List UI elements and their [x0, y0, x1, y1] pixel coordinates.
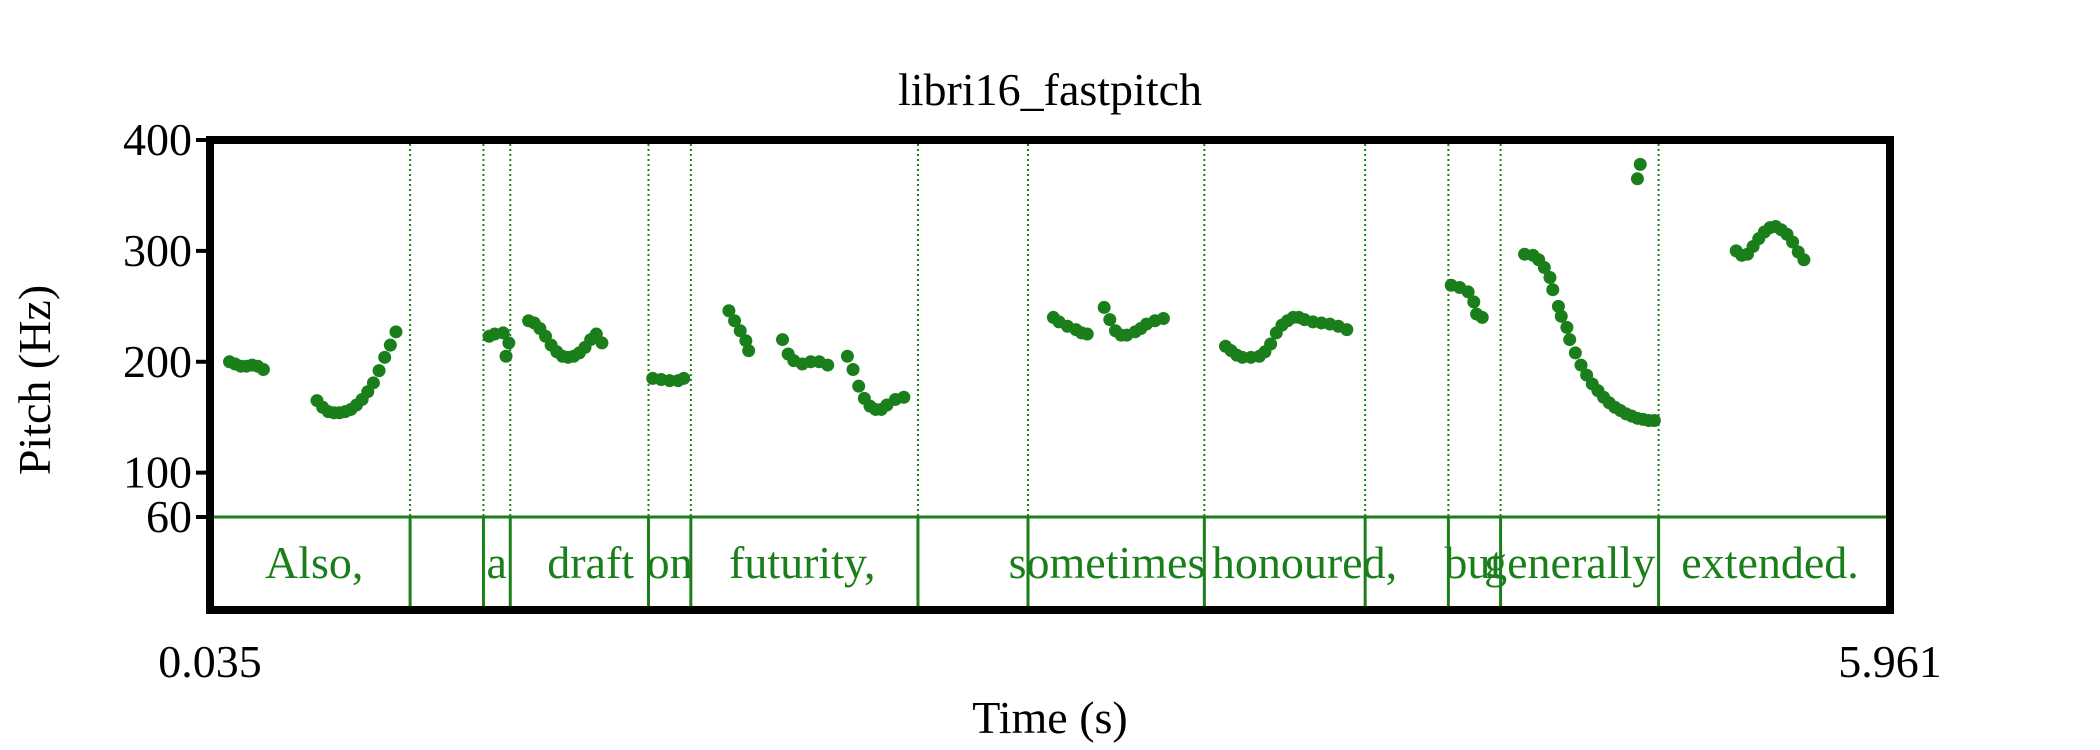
- pitch-point: [1264, 337, 1278, 351]
- word-label: sometimes: [1009, 537, 1206, 588]
- word-label: on: [647, 537, 693, 588]
- pitch-point: [496, 326, 510, 340]
- y-tick-label: 100: [123, 447, 192, 498]
- pitch-point: [499, 349, 513, 363]
- y-tick-label: 200: [123, 336, 192, 387]
- word-label: a: [486, 537, 506, 588]
- pitch-point: [1103, 313, 1117, 327]
- pitch-point: [1156, 312, 1170, 326]
- word-label: Also,: [265, 537, 363, 588]
- pitch-point: [1340, 323, 1354, 337]
- y-tick-label: 60: [146, 491, 192, 542]
- y-tick-label: 400: [123, 114, 192, 165]
- x-axis-label: Time (s): [972, 692, 1128, 743]
- pitch-point: [256, 363, 270, 377]
- pitch-point: [372, 364, 386, 378]
- plot-frame: [206, 136, 1894, 614]
- pitch-point: [1467, 295, 1481, 309]
- word-label: honoured,: [1212, 537, 1397, 588]
- pitch-point: [1560, 320, 1574, 334]
- pitch-point: [1630, 172, 1644, 186]
- pitch-point: [846, 363, 860, 377]
- pitch-point: [776, 333, 790, 347]
- pitch-point: [1554, 309, 1568, 323]
- pitch-point: [383, 338, 397, 352]
- pitch-point: [1080, 327, 1094, 341]
- pitch-point: [502, 336, 516, 350]
- pitch-point: [722, 304, 736, 318]
- pitch-point: [1797, 253, 1811, 267]
- word-label: draft: [547, 537, 634, 588]
- word-label: but: [1444, 537, 1503, 588]
- word-label: extended.: [1681, 537, 1859, 588]
- pitch-point: [1543, 270, 1557, 284]
- pitch-point: [1786, 235, 1800, 249]
- pitch-point: [677, 371, 691, 385]
- pitch-point: [1551, 299, 1565, 313]
- pitch-point: [739, 334, 753, 348]
- pitch-point: [1574, 358, 1588, 372]
- pitch-point: [1647, 414, 1661, 428]
- pitch-point: [595, 336, 609, 350]
- pitch-point: [733, 324, 747, 338]
- pitch-point: [852, 379, 866, 393]
- pitch-point: [728, 314, 742, 328]
- x-tick-max: 5.961: [1838, 636, 1942, 687]
- pitch-point: [389, 325, 403, 339]
- pitch-point: [1537, 261, 1551, 275]
- pitch-point: [1461, 285, 1475, 299]
- word-label: generally: [1484, 537, 1655, 588]
- tier-boundaries: [408, 144, 1661, 606]
- pitch-point: [897, 390, 911, 404]
- pitch-point: [1563, 333, 1577, 347]
- pitch-point: [1475, 310, 1489, 324]
- pitch-point: [1546, 283, 1560, 297]
- pitch-point: [1097, 300, 1111, 314]
- y-tick-label: 300: [123, 225, 192, 276]
- pitch-point: [1633, 157, 1647, 171]
- pitch-point: [821, 358, 835, 372]
- pitch-point: [742, 344, 756, 358]
- chart-title: libri16_fastpitch: [898, 64, 1202, 115]
- pitch-point: [378, 350, 392, 364]
- word-label: futurity,: [729, 537, 876, 588]
- pitch-point: [1568, 346, 1582, 360]
- pitch-points: [223, 157, 1811, 428]
- pitch-point: [366, 376, 380, 390]
- y-axis-label: Pitch (Hz): [9, 285, 60, 475]
- pitch-point: [840, 349, 854, 363]
- x-tick-min: 0.035: [158, 636, 262, 687]
